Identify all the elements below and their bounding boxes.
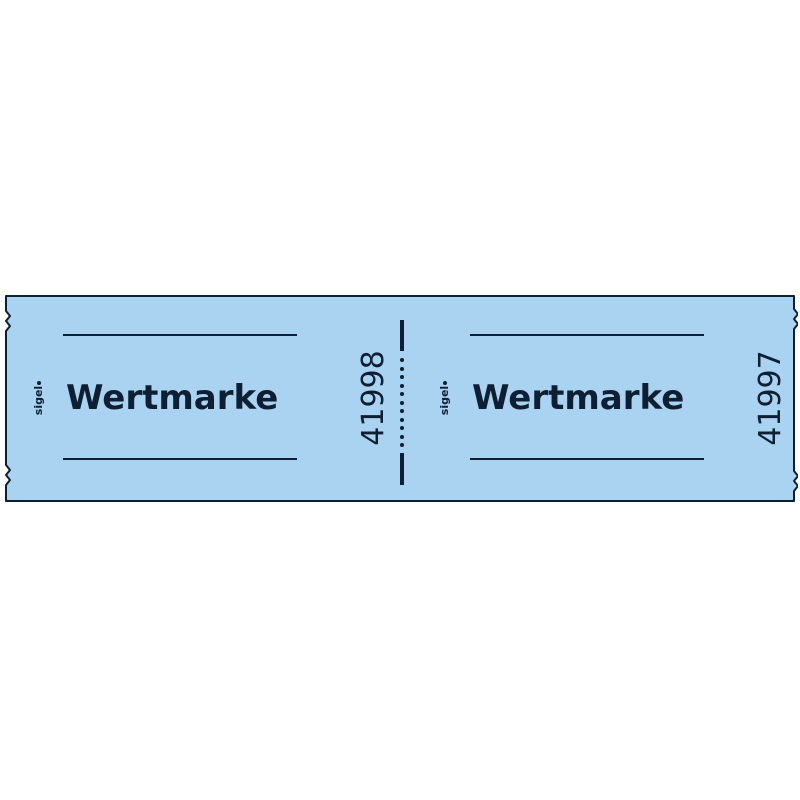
- top-write-line: [63, 334, 297, 336]
- perforation-dot: [400, 392, 404, 396]
- serial-number: 41997: [753, 350, 788, 446]
- sigel-logo: sigel: [438, 368, 452, 428]
- perforation-dot: [400, 358, 404, 362]
- brand-registered-mark: [37, 380, 41, 385]
- bottom-write-line: [470, 458, 704, 460]
- ticket-title: Wertmarke: [472, 378, 685, 418]
- ticket-roll-strip: sigel Wertmarke 41998 sigel Wertmarke 41…: [4, 295, 798, 502]
- perforation-dot: [400, 417, 404, 422]
- perforation-dot: [400, 375, 404, 379]
- ticket-strip-outline: [5, 295, 798, 502]
- perforation-line: [396, 295, 408, 502]
- brand-text: sigel: [438, 385, 451, 416]
- perforation-dot: [400, 383, 404, 388]
- perforation-dot: [400, 426, 404, 430]
- top-write-line: [470, 334, 704, 336]
- brand-registered-mark: [443, 380, 447, 385]
- perforation-dot: [400, 400, 404, 405]
- perforation-dot: [400, 366, 404, 371]
- ticket-2: sigel Wertmarke 41997: [404, 295, 798, 502]
- brand-text: sigel: [32, 385, 45, 416]
- perforation-dot: [400, 443, 404, 447]
- perforation-dot: [400, 434, 404, 439]
- sigel-logo: sigel: [32, 368, 46, 428]
- strip-body: [5, 295, 798, 502]
- bottom-write-line: [63, 458, 297, 460]
- perforation-dot: [400, 409, 404, 413]
- ticket-1: sigel Wertmarke 41998: [4, 295, 399, 502]
- perforation-bar-top: [400, 320, 404, 351]
- perforation-bar-bottom: [400, 453, 404, 485]
- ticket-title: Wertmarke: [66, 378, 279, 418]
- serial-number: 41998: [356, 350, 391, 446]
